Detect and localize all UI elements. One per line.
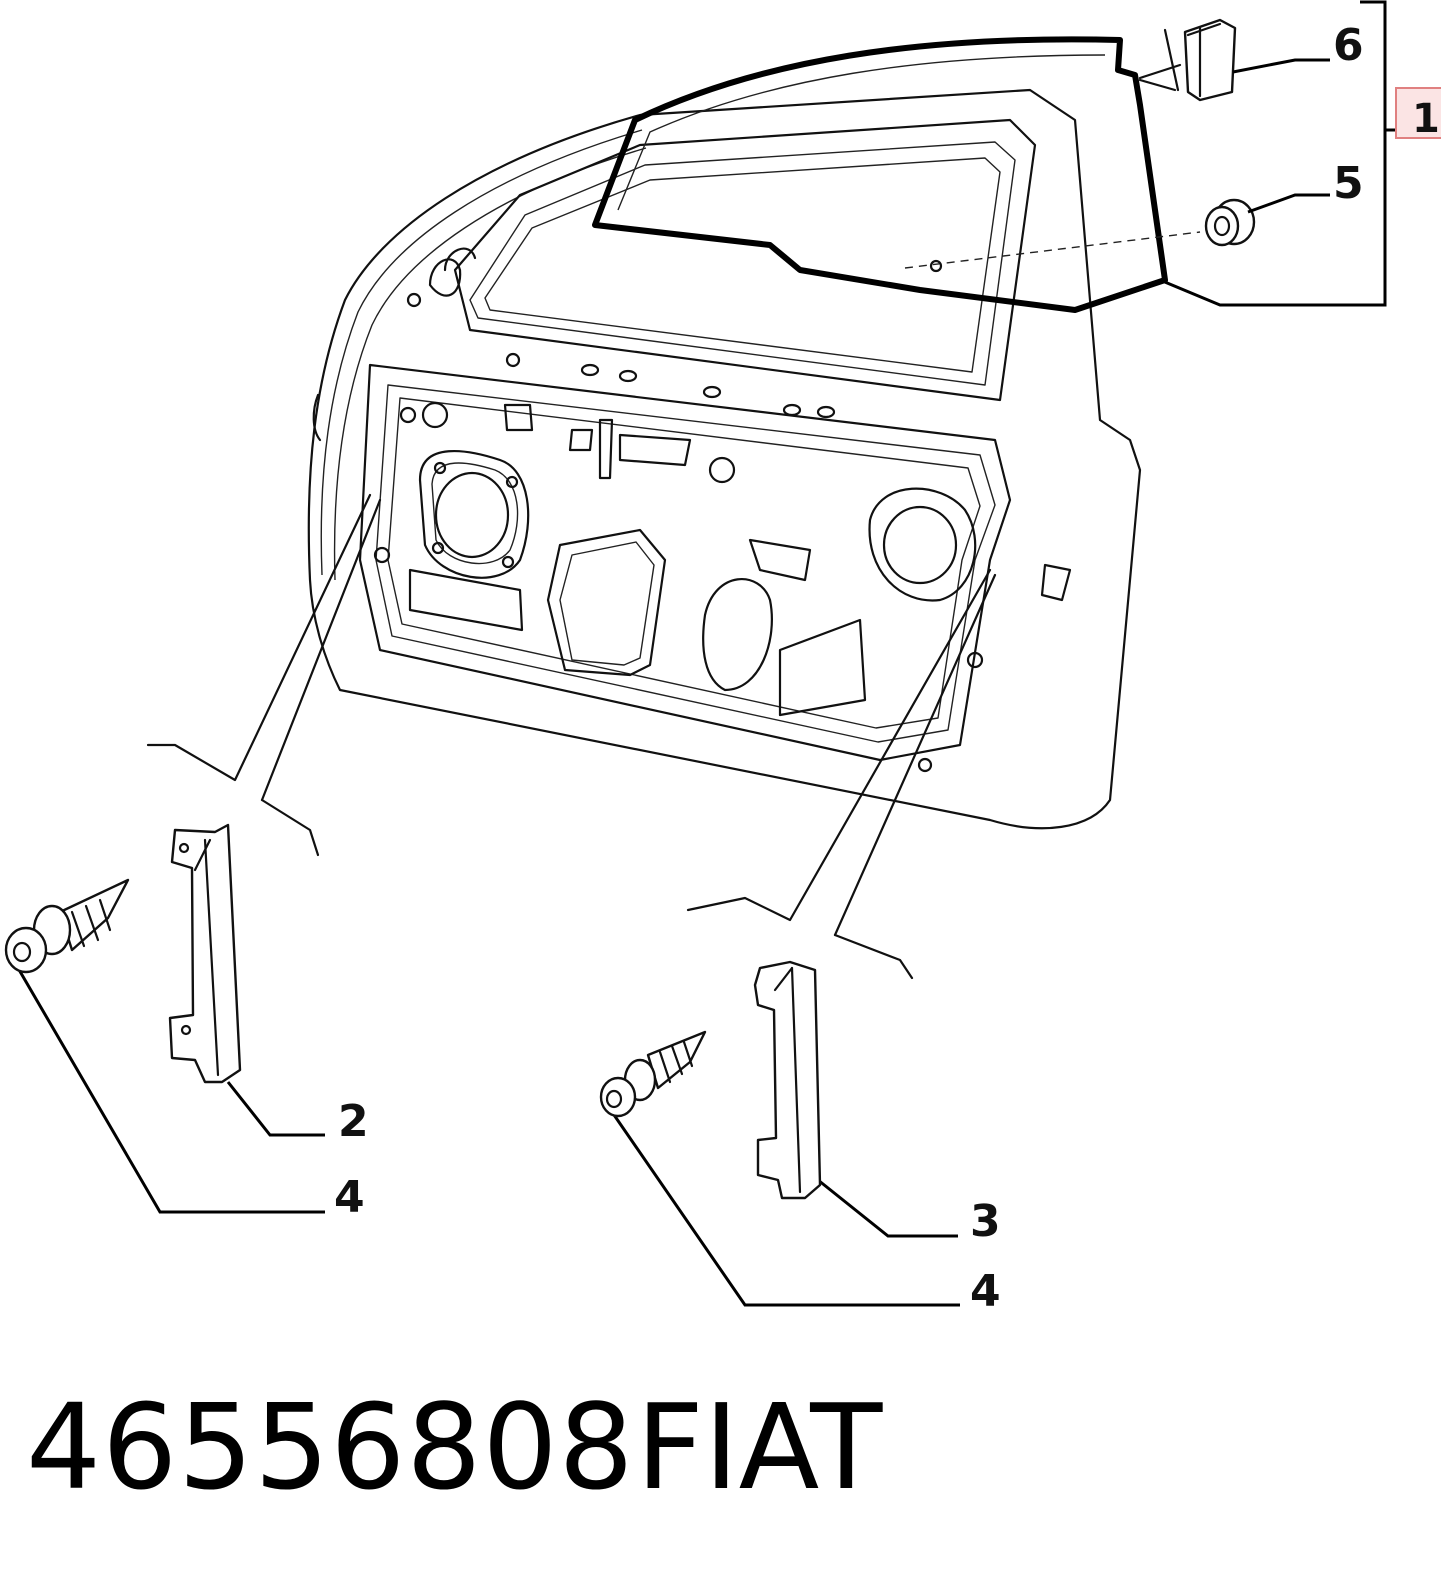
callout-4-left: 4 [334, 1172, 365, 1223]
beltline-slots [505, 352, 836, 419]
callout-1: 1 [1412, 96, 1440, 142]
part-number: 46556808 [26, 1378, 635, 1516]
callout-6: 6 [1333, 20, 1364, 71]
speaker-opening [418, 450, 530, 579]
window-glass [592, 36, 1201, 313]
callout-4-right: 4 [970, 1266, 1001, 1317]
manufacturer-name: FIAT [636, 1378, 883, 1516]
screw-left [4, 878, 130, 974]
left-guide-rail [168, 823, 242, 1084]
glass-guide-block [1138, 18, 1237, 102]
screw-right [599, 1030, 707, 1118]
callout-5: 5 [1333, 158, 1364, 209]
callout-2: 2 [338, 1096, 369, 1147]
door-panel [307, 88, 1142, 830]
grommet [1204, 198, 1256, 247]
callout-3: 3 [970, 1196, 1001, 1247]
item-1-highlight-box [1395, 87, 1441, 139]
leader-lines [16, 58, 1330, 1307]
center-cutout [546, 528, 667, 677]
lock-opening [868, 487, 977, 602]
right-guide-rail [753, 960, 822, 1200]
